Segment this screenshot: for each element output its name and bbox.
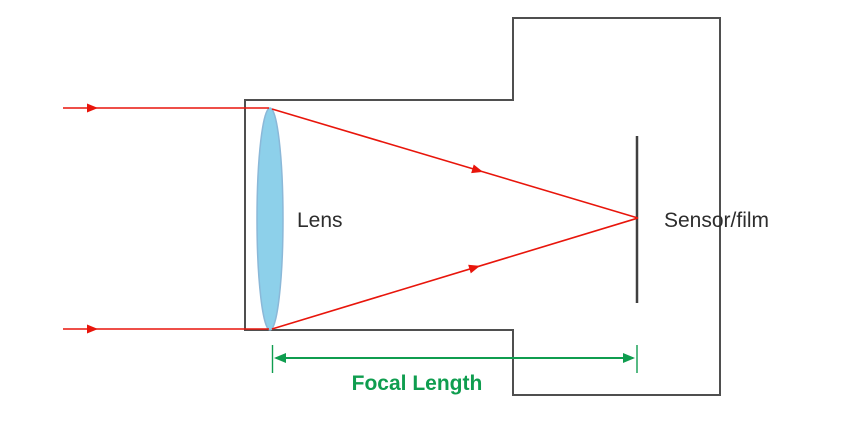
- lens-shape: [256, 107, 284, 331]
- converging-ray-top-arrowhead-icon: [471, 164, 483, 174]
- focal-length-arrowhead-right-icon: [623, 353, 635, 363]
- lens-label: Lens: [297, 209, 343, 232]
- incoming-ray-top-arrowhead-icon: [87, 103, 98, 113]
- focal-length-label: Focal Length: [352, 372, 483, 395]
- incoming-ray-bottom-arrowhead-icon: [87, 324, 98, 334]
- camera-body-outline: [244, 17, 721, 396]
- converging-ray-bottom-arrowhead-icon: [468, 264, 480, 274]
- converging-ray-bottom: [271, 217, 639, 330]
- sensor-film-label: Sensor/film: [664, 209, 769, 232]
- converging-ray-top: [271, 108, 639, 219]
- focal-length-arrowhead-left-icon: [274, 353, 286, 363]
